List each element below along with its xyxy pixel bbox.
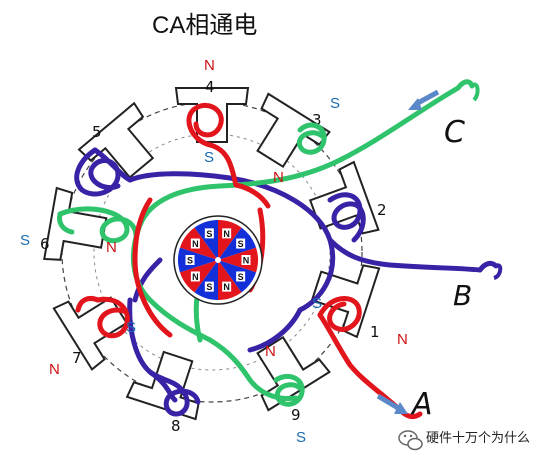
rotor-label-3: N <box>243 256 250 266</box>
watermark: 硬件十万个为什么 <box>398 430 530 451</box>
pole-label-n-slot3-inner: N <box>273 169 284 186</box>
terminal-c-hook <box>470 82 480 102</box>
pole-label-n-slot9-inner: N <box>265 343 276 360</box>
pole-label-s-slot7-inner: S <box>126 319 136 336</box>
pole-label-n-top: N <box>204 57 215 74</box>
phase-c-winding <box>57 79 475 407</box>
slot-number-4: 4 <box>205 78 215 96</box>
diagram-title: CA相通电 <box>152 12 257 39</box>
pole-label-s-slot3: S <box>330 95 340 112</box>
wire-label-b: B <box>453 279 472 312</box>
pole-label-s-inner-top: S <box>204 149 214 166</box>
pole-label-s-slot6: S <box>20 232 30 249</box>
rotor-label-box-5 <box>222 281 232 292</box>
slot-number-7: 7 <box>72 349 82 367</box>
rotor-label-box-1 <box>222 228 232 239</box>
watermark-text: 硬件十万个为什么 <box>426 430 530 445</box>
pole-label-s-slot9: S <box>296 429 306 446</box>
slot-number-1: 1 <box>370 323 380 341</box>
rotor-label-10: S <box>206 229 212 239</box>
rotor-label-box-10 <box>204 228 214 239</box>
tooth-6 <box>43 186 108 261</box>
rotor-label-box-3 <box>241 255 251 265</box>
rotor-label-box-4 <box>236 271 246 282</box>
current-arrow-a <box>376 393 408 414</box>
terminal-b-hook <box>493 263 503 280</box>
rotor-label-box-8 <box>185 255 195 265</box>
slot-number-2: 2 <box>377 201 387 219</box>
rotor-label-1: N <box>223 229 230 239</box>
pole-label-n-slot7: N <box>49 361 60 378</box>
rotor-label-4: S <box>238 272 244 282</box>
rotor-label-box-7 <box>190 271 200 282</box>
phase-b-winding <box>74 147 499 417</box>
tooth-7 <box>52 296 129 371</box>
rotor-label-box-6 <box>204 281 214 292</box>
wire-label-a: A <box>410 387 433 422</box>
tooth-3 <box>256 92 331 169</box>
rotor-label-box-2 <box>236 238 246 249</box>
rotor-label-2: S <box>238 239 244 249</box>
wechat-icon <box>398 430 423 451</box>
rotor-label-7: N <box>192 272 199 282</box>
rotor-hub <box>215 257 221 263</box>
slot-number-3: 3 <box>312 111 322 129</box>
current-arrow-c <box>408 89 440 110</box>
phase-a-winding <box>75 102 423 420</box>
pole-label-s-slot1-inner: S <box>312 295 322 312</box>
slot-number-8: 8 <box>171 417 181 435</box>
rotor-label-6: S <box>206 282 212 292</box>
slot-number-6: 6 <box>40 235 50 253</box>
rotor-label-9: N <box>192 239 199 249</box>
rotor-label-8: S <box>187 256 193 266</box>
rotor-sector-3 <box>218 247 258 273</box>
rotor-label-5: N <box>223 282 230 292</box>
slot-number-5: 5 <box>92 123 102 141</box>
pole-label-n-slot6-inner: N <box>106 239 117 256</box>
rotor-label-box-9 <box>190 238 200 249</box>
wire-label-c: C <box>444 115 465 150</box>
tooth-4 <box>174 87 250 143</box>
pole-label-n-slot1: N <box>397 331 408 348</box>
rotor-sector-8 <box>178 247 218 273</box>
slot-number-9: 9 <box>291 406 301 424</box>
